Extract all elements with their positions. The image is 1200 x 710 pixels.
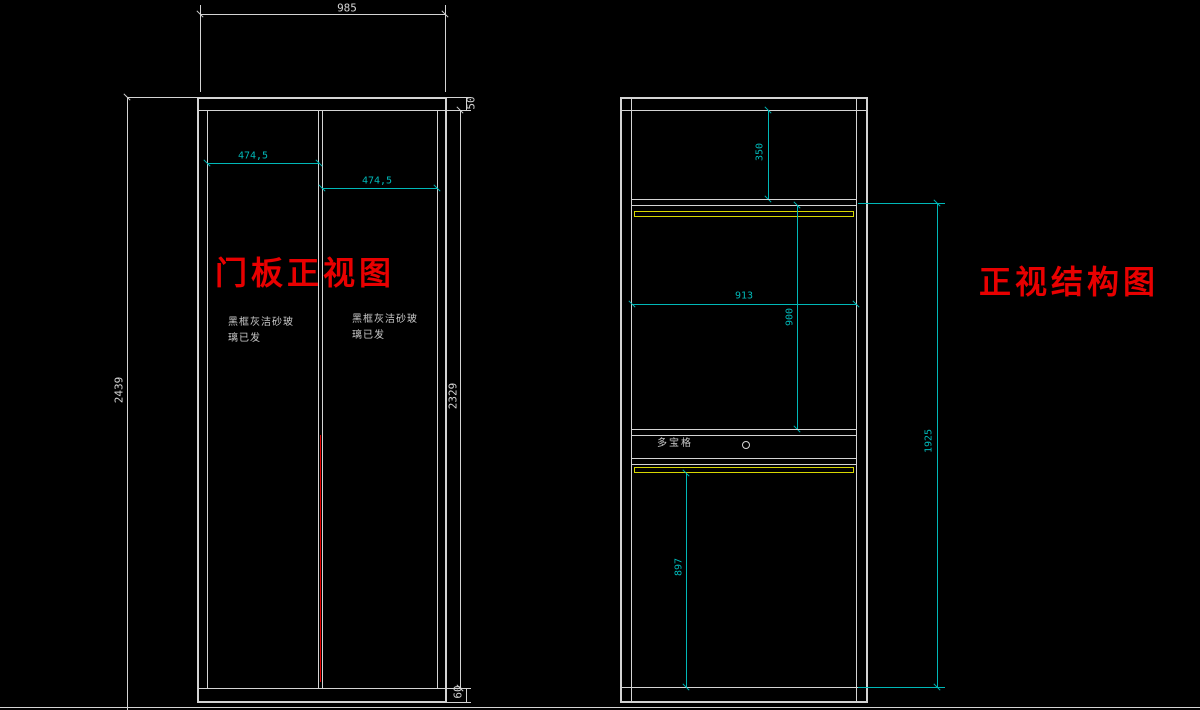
dim-text-overall-width: 985 (337, 1, 357, 15)
door-cabinet-outline (197, 97, 447, 703)
hanging-rail-top (634, 211, 854, 217)
dim-extension-line (858, 687, 945, 688)
door-view-title: 门板正视图 (214, 255, 396, 291)
right-wall-inner-line (856, 99, 857, 701)
dim-text-overall-height: 2439 (112, 376, 126, 404)
dim-extension-line (447, 97, 471, 98)
left-door-edge-line (207, 110, 208, 688)
structure-cabinet-outline (620, 97, 868, 703)
drawer-label: 多宝格 (657, 438, 693, 449)
hanging-rail-bottom (634, 467, 854, 473)
glass-label-line1: 黑框灰洁砂玻 (228, 317, 294, 328)
right-door-edge-line (437, 110, 438, 688)
left-wall-inner-line (631, 99, 632, 701)
dim-text-door-height: 2329 (446, 382, 460, 410)
dim-line-bottom-rail (466, 688, 467, 702)
right-door-glass-label: 黑框灰洁砂玻 璃已发 (352, 312, 418, 344)
glass-label-line2: 璃已发 (352, 330, 385, 341)
dim-text-left-door-width: 474,5 (237, 150, 269, 162)
dim-text-interior-height: 1925 (923, 428, 935, 454)
dim-line-top-rail (466, 97, 467, 110)
dim-line-interior-width (632, 304, 856, 305)
dim-line-top-section (768, 110, 769, 199)
structure-view-title: 正视结构图 (978, 264, 1160, 300)
bottom-panel-inner-line (620, 687, 868, 688)
dim-extension-line (858, 203, 945, 204)
dim-text-interior-width: 913 (734, 290, 754, 302)
dim-extension-line (447, 702, 471, 703)
floor-line (0, 707, 1200, 708)
left-door-glass-label: 黑框灰洁砂玻 璃已发 (228, 315, 294, 347)
dim-extension-line (445, 5, 446, 92)
top-panel-inner-line (620, 110, 868, 111)
dim-extension-line (127, 97, 197, 98)
glass-label-line2: 璃已发 (228, 333, 261, 344)
dim-line-lower-section (686, 473, 687, 687)
drawer-knob (742, 441, 750, 449)
bottom-rail-line (197, 688, 447, 689)
dim-line-overall-width (200, 14, 445, 15)
door-gap-line (318, 110, 319, 688)
glass-label-line1: 黑框灰洁砂玻 (352, 314, 418, 325)
dim-line-overall-height (127, 97, 128, 710)
door-handle-red-line (320, 435, 321, 682)
middle-shelf-line (632, 429, 856, 430)
dim-text-hanging-height: 900 (784, 307, 796, 327)
dim-line-hanging-height (797, 205, 798, 429)
dim-text-top-rail: 50 (464, 96, 478, 110)
dim-line-left-door-width (207, 163, 319, 164)
door-gap-line (322, 110, 323, 688)
drawer-bottom-line (632, 458, 856, 459)
upper-shelf-line (632, 199, 856, 200)
middle-shelf-line (632, 435, 856, 436)
drawer-bottom-line (632, 464, 856, 465)
dim-line-right-door-width (322, 188, 437, 189)
dim-line-interior-height (937, 203, 938, 687)
dim-line-door-height (460, 110, 461, 688)
upper-shelf-line (632, 205, 856, 206)
dim-text-lower-section: 897 (673, 557, 685, 577)
dim-text-right-door-width: 474,5 (361, 175, 393, 187)
dim-extension-line (200, 5, 201, 92)
dim-text-bottom-rail: 60 (451, 685, 465, 699)
dim-text-top-section: 350 (754, 142, 766, 162)
